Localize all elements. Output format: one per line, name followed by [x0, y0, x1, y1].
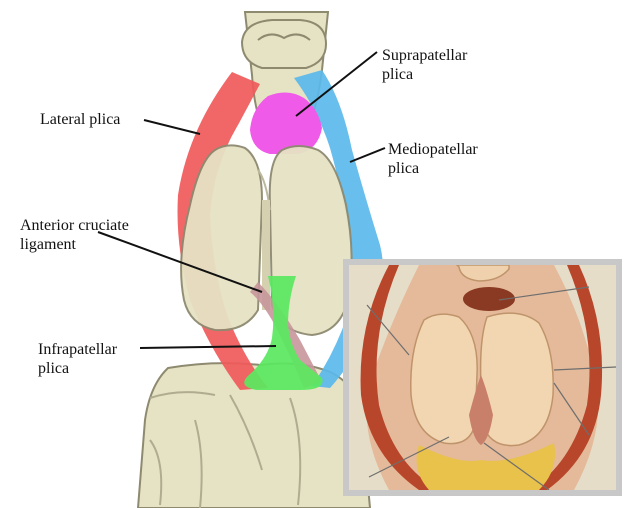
label-suprapatellar-plica: Suprapatellar plica [382, 46, 467, 84]
label-lateral-line1: Lateral plica [40, 110, 120, 129]
label-suprapatellar-line2: plica [382, 65, 467, 84]
label-acl-line2: ligament [20, 235, 129, 254]
label-anterior-cruciate-ligament: Anterior cruciate ligament [20, 216, 129, 254]
label-mediopatellar-plica: Mediopatellar plica [388, 140, 478, 178]
leader-line-lateral [144, 120, 200, 134]
inset-photo-frame [343, 259, 622, 496]
label-infrapatellar-line2: plica [38, 359, 117, 378]
label-mediopatellar-line2: plica [388, 159, 478, 178]
inset-surgical-photo [349, 265, 616, 490]
label-suprapatellar-line1: Suprapatellar [382, 46, 467, 65]
label-acl-line1: Anterior cruciate [20, 216, 129, 235]
label-lateral-plica: Lateral plica [40, 110, 120, 129]
patella [242, 20, 326, 68]
leader-line-mediopatellar [350, 148, 385, 162]
label-infrapatellar-plica: Infrapatellar plica [38, 340, 117, 378]
leader-line-infrapatellar [140, 346, 276, 348]
label-mediopatellar-line1: Mediopatellar [388, 140, 478, 159]
label-infrapatellar-line1: Infrapatellar [38, 340, 117, 359]
